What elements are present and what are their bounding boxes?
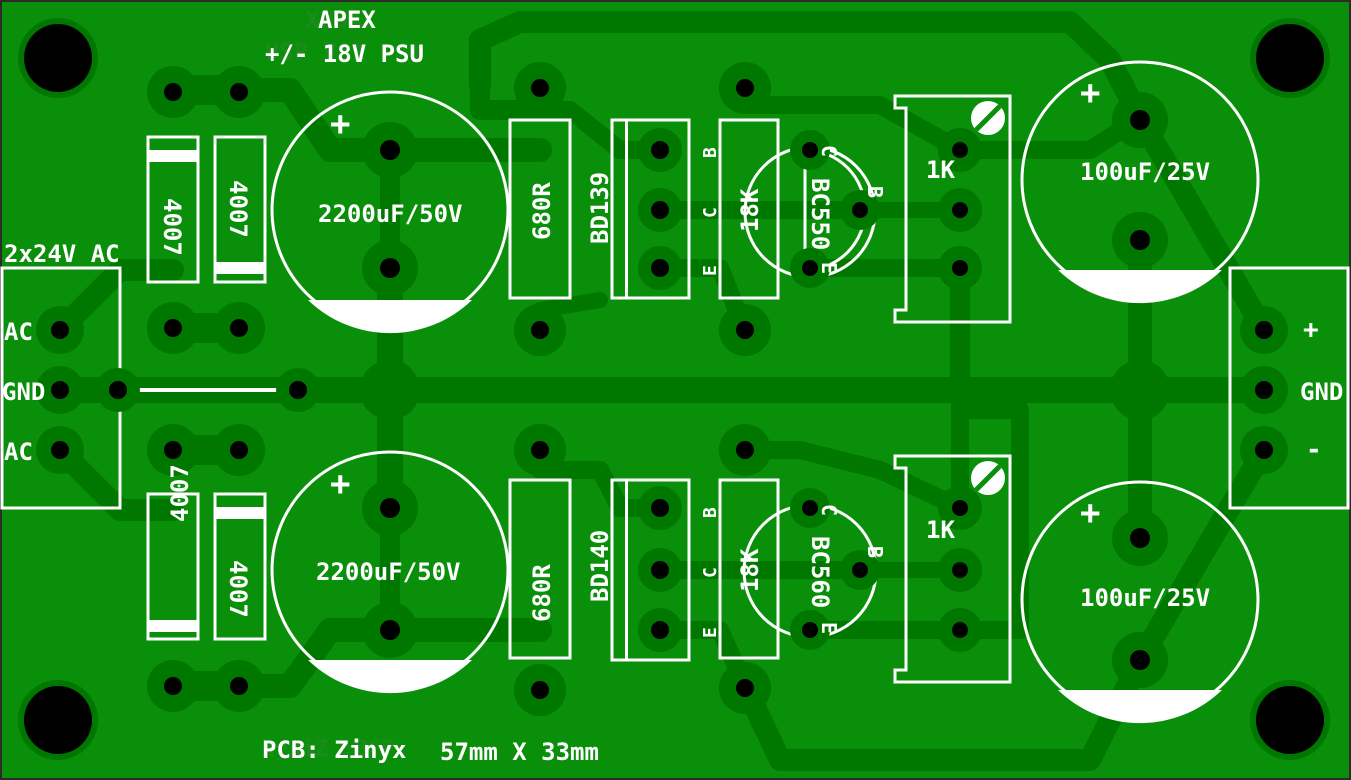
trimmer-bottom-screw-slot xyxy=(974,464,1002,492)
input-connector-label: 2x24V AC xyxy=(4,240,120,268)
top-resistor-1-label: 680R xyxy=(528,182,556,240)
bottom-driver-c: C xyxy=(817,504,841,516)
silkscreen-outlines xyxy=(0,60,1350,720)
diode-d3-band xyxy=(148,620,198,632)
input-pin-ac-2: AC xyxy=(4,438,33,466)
bd140-outline xyxy=(610,478,691,662)
top-output-cap-polarity: + xyxy=(1080,73,1100,113)
top-pin-c: C xyxy=(700,207,721,218)
top-pass-transistor-label: BD139 xyxy=(586,172,614,244)
mounting-hole-top-left-drill xyxy=(24,24,92,92)
top-output-cap-label: 100uF/25V xyxy=(1080,158,1210,186)
ghost-title-line1: XƎ9A xyxy=(305,6,363,34)
pad-drills xyxy=(51,79,1273,699)
diode-d2-outline xyxy=(213,135,267,284)
trimmer-top-outline xyxy=(893,94,1012,324)
diode-d1-band xyxy=(148,150,198,162)
output-pin-minus: - xyxy=(1306,435,1322,465)
output-cap-bottom-negative-band xyxy=(1058,690,1222,724)
diode-d1-outline xyxy=(146,135,200,284)
bottom-main-cap-label: 2200uF/50V xyxy=(316,558,461,586)
top-driver-e: E xyxy=(817,262,841,274)
footer-size: 57mm X 33mm xyxy=(440,738,599,766)
bottom-trimmer-label: 1K xyxy=(926,516,955,544)
input-pin-ac-1: AC xyxy=(4,318,33,346)
input-pin-gnd: GND xyxy=(2,378,45,406)
bottom-driver-e: E xyxy=(817,622,841,634)
footer-credit: PCB: Zinyx xyxy=(262,736,407,764)
bottom-driver-label: BC560 xyxy=(806,536,834,608)
bottom-resistor-2-label: 18K xyxy=(736,548,764,592)
top-diode-1-label: 4007 xyxy=(158,198,186,256)
resistor-18k-top-outline xyxy=(718,118,780,300)
bottom-resistor-1-label: 680R xyxy=(528,564,556,622)
bottom-output-cap-polarity: + xyxy=(1080,493,1100,533)
title-line1: APEX xyxy=(318,6,376,34)
bottom-pass-transistor-label: BD140 xyxy=(586,530,614,602)
trimmer-top-screw-slot xyxy=(974,104,1002,132)
pads xyxy=(36,62,1288,716)
trimmer-screws xyxy=(971,101,1005,495)
top-diode-2-label: 4007 xyxy=(224,180,252,238)
ghost-footer: xyniZ :BCP xyxy=(262,737,394,762)
diode-d2-band xyxy=(215,262,265,274)
diode-d4-outline xyxy=(213,492,267,641)
diode-d4-band xyxy=(215,507,265,519)
trimmer-bottom-outline xyxy=(893,454,1012,684)
top-pin-b: B xyxy=(700,147,721,158)
bottom-pin-e: E xyxy=(700,627,721,638)
mounting-holes xyxy=(18,18,1330,760)
bottom-main-cap-polarity: + xyxy=(330,464,350,504)
output-pin-gnd: GND xyxy=(1300,378,1343,406)
title-line2: +/- 18V PSU xyxy=(265,40,424,68)
mounting-hole-bottom-left-drill xyxy=(24,686,92,754)
ghost-title-line2: USP V81 -/+ xyxy=(265,38,424,66)
top-main-cap-polarity: + xyxy=(330,104,350,144)
main-cap-top-negative-band xyxy=(308,300,472,334)
top-driver-b: B xyxy=(863,186,887,198)
output-pin-plus: + xyxy=(1303,315,1319,345)
output-connector-outline xyxy=(1228,266,1350,510)
bd139-tab xyxy=(625,120,628,298)
top-pin-e: E xyxy=(700,265,721,276)
main-cap-bottom-negative-band xyxy=(308,660,472,694)
diode-d3-outline xyxy=(146,492,200,641)
top-resistor-2-label: 18K xyxy=(736,188,764,232)
resistor-18k-bottom-outline xyxy=(718,478,780,660)
silkscreen-fills xyxy=(148,120,1222,724)
bottom-pin-b: B xyxy=(700,507,721,518)
top-main-cap-label: 2200uF/50V xyxy=(318,200,463,228)
top-driver-label: BC550 xyxy=(806,178,834,250)
mounting-hole-bottom-right-drill xyxy=(1256,686,1324,754)
bd139-outline xyxy=(610,118,691,300)
resistor-680r-bottom-outline xyxy=(508,478,572,660)
output-cap-top-negative-band xyxy=(1058,270,1222,304)
bottom-pin-c: C xyxy=(700,567,721,578)
mounting-hole-top-right-drill xyxy=(1256,24,1324,92)
resistor-680r-top-outline xyxy=(508,118,572,300)
top-driver-c: C xyxy=(817,145,841,157)
bottom-diode-2-label: 4007 xyxy=(224,560,252,618)
bottom-diode-1-label: 4007 xyxy=(166,464,194,522)
ghost-text: XƎ9A USP V81 -/+ xyniZ :BCP xyxy=(262,6,424,762)
bd140-tab xyxy=(625,480,628,660)
bottom-output-cap-label: 100uF/25V xyxy=(1080,584,1210,612)
silkscreen-text: APEX +/- 18V PSU 2x24V AC AC GND AC + GN… xyxy=(2,6,1343,766)
bottom-driver-b: B xyxy=(863,546,887,558)
top-trimmer-label: 1K xyxy=(926,156,955,184)
